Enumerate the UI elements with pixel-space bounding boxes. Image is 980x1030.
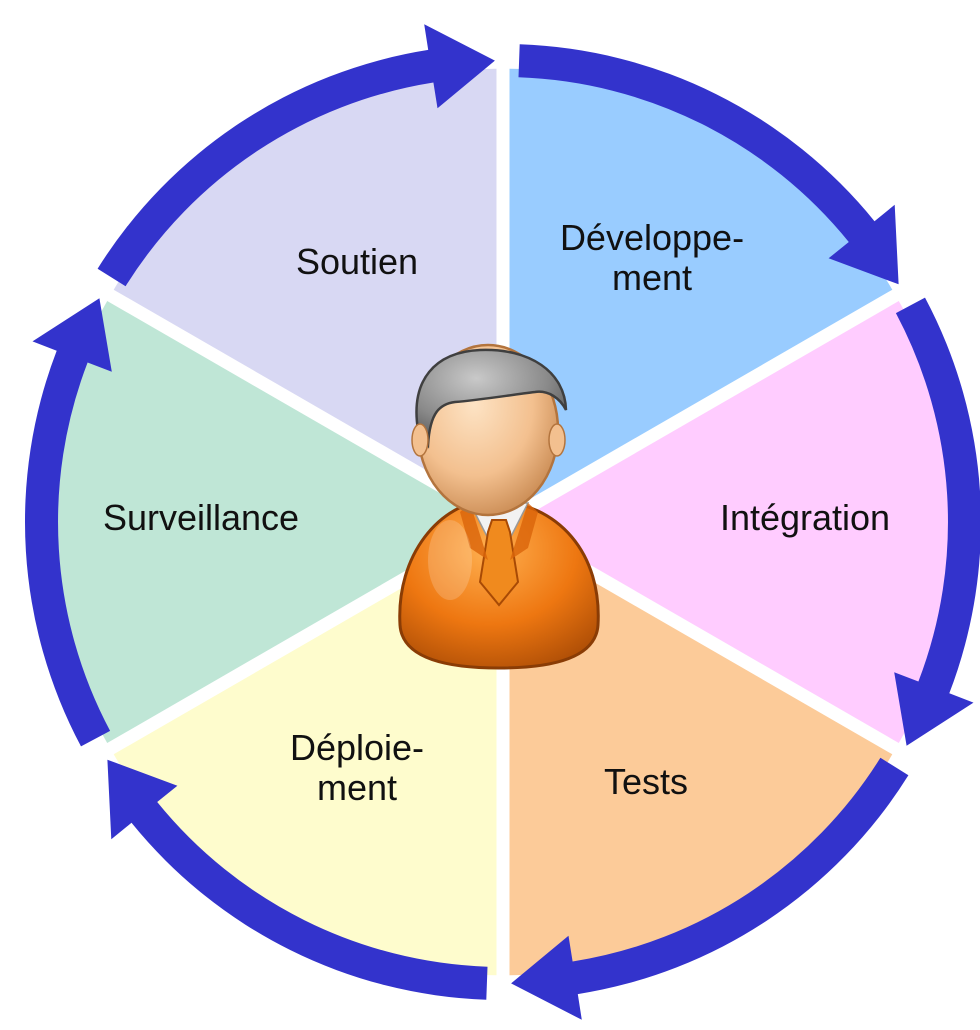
segment-label-surveillance: Surveillance [103,497,299,538]
cycle-arrow-icon [97,24,495,287]
cycle-arrow-icon [518,44,899,285]
segment-label-tests: Tests [604,761,688,802]
segment-label-deploiement: Déploie- [290,727,424,768]
cycle-arrow-icon [511,757,909,1020]
cycle-arrow-icon [894,297,980,746]
segment-label-soutien: Soutien [296,241,418,282]
cycle-arrow-icon [24,298,112,747]
segment-integration [516,301,959,743]
segment-labels: SoutienDéveloppe-mentIntégrationTestsDép… [103,217,890,808]
person-icon [398,343,600,670]
segment-label-deploiement: ment [317,767,397,808]
segment-label-integration: Intégration [720,497,890,538]
cycle-arrow-icon [107,759,488,1000]
cycle-arrows [24,24,980,1020]
segment-surveillance [47,301,490,743]
segment-label-developpement: ment [612,257,692,298]
segment-label-developpement: Développe- [560,217,744,258]
